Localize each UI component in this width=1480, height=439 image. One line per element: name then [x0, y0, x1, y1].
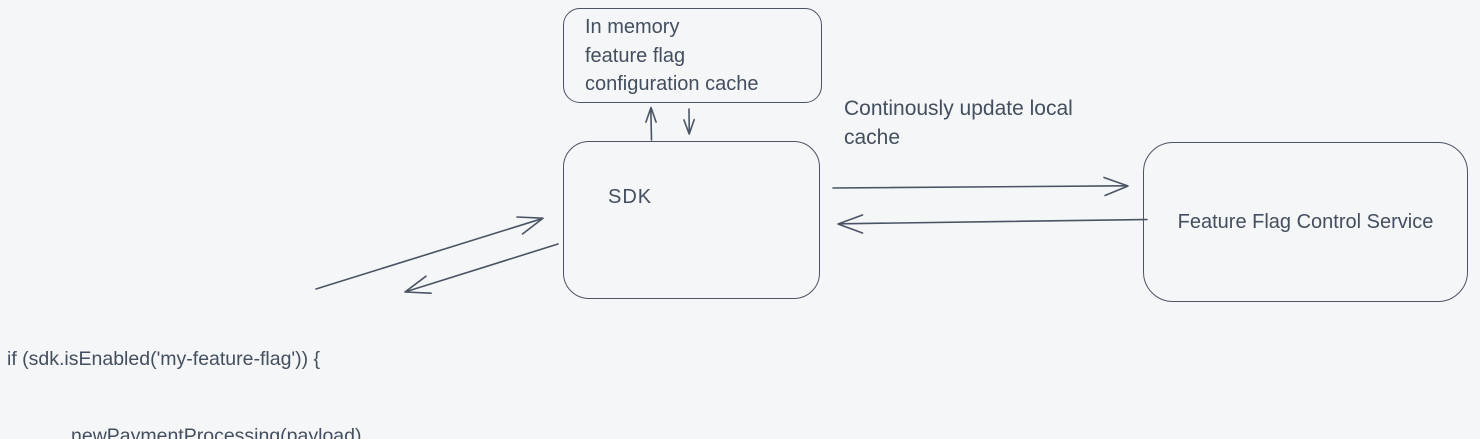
- arrow-code-to-sdk: [315, 216, 544, 290]
- code-line: if (sdk.isEnabled('my-feature-flag')) {: [7, 348, 321, 371]
- node-feature-flag-control-service-label: Feature Flag Control Service: [1177, 211, 1434, 233]
- node-in-memory-cache-label: In memory feature flag configuration cac…: [585, 16, 759, 95]
- code-snippet: if (sdk.isEnabled('my-feature-flag')) { …: [7, 296, 361, 439]
- code-line: newPaymentProcessing(payload): [71, 424, 362, 439]
- arrow-sdk-to-service: [832, 176, 1129, 197]
- arrow-service-to-sdk: [837, 214, 1148, 234]
- node-feature-flag-control-service: Feature Flag Control Service: [1143, 142, 1468, 302]
- node-sdk-label: SDK: [608, 186, 653, 208]
- arrow-cache-to-sdk: [683, 108, 696, 135]
- node-sdk: SDK: [563, 141, 820, 299]
- node-in-memory-cache: In memory feature flag configuration cac…: [563, 8, 822, 103]
- arrow-sdk-to-code: [404, 243, 559, 295]
- continuously-update-cache-label: Continously update local cache: [844, 97, 1073, 149]
- arrow-sdk-to-cache: [645, 106, 657, 141]
